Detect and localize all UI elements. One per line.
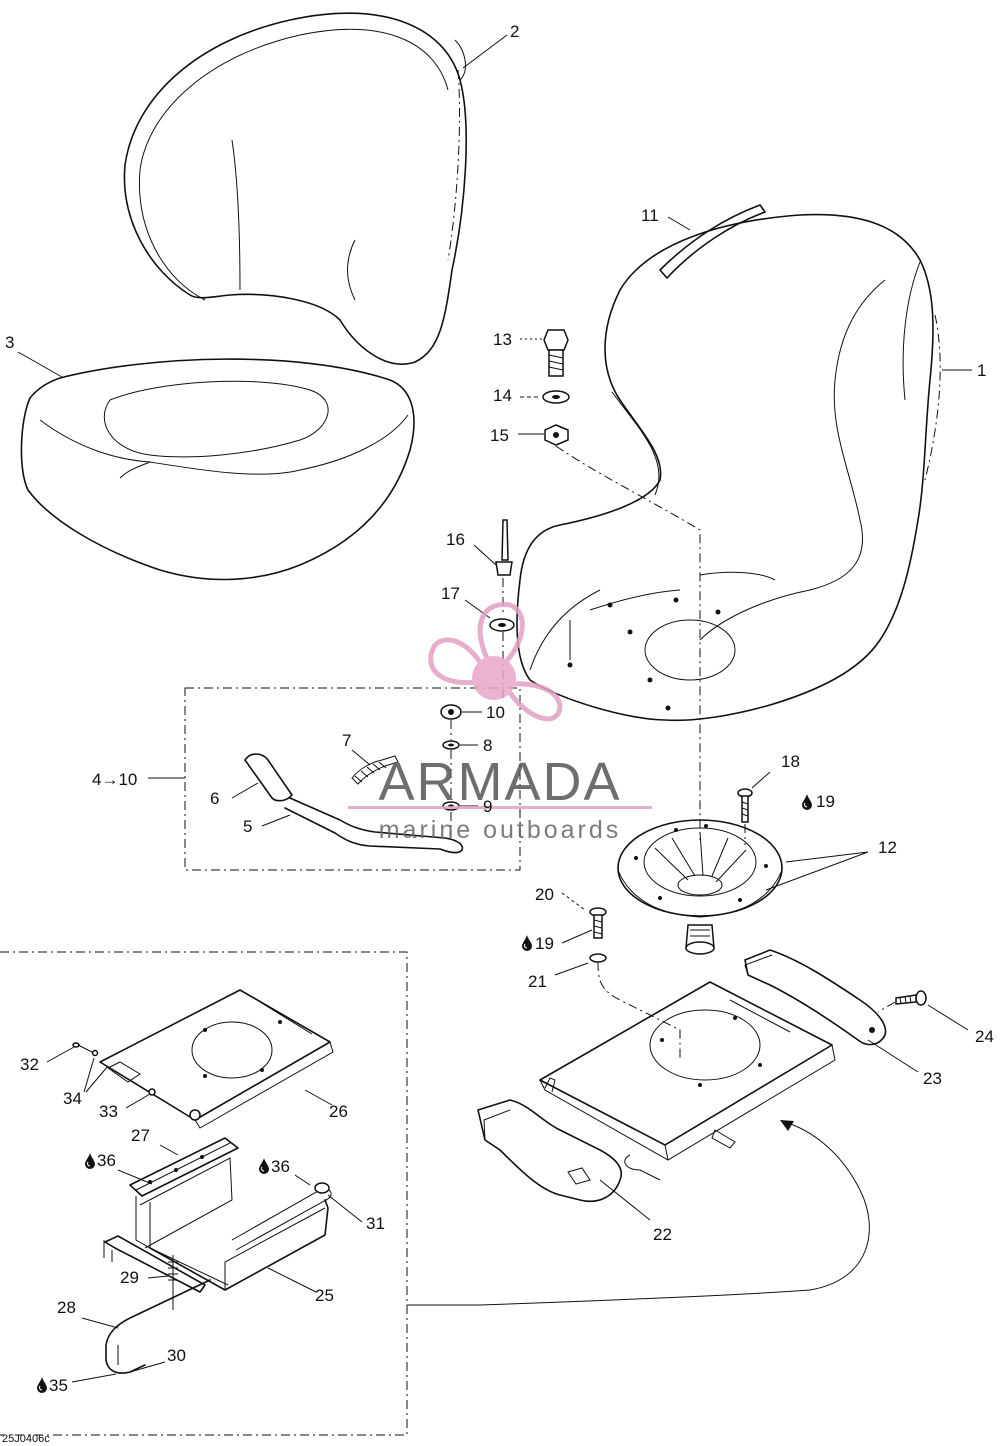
bolt-and-washer-20-21 xyxy=(589,907,681,1060)
oil-drop-icon xyxy=(36,1376,48,1394)
oil-drop-icon xyxy=(258,1157,270,1175)
slide-mechanism-detail-box xyxy=(0,951,408,1436)
callout-27: 27 xyxy=(131,1126,150,1145)
seat-slide-base xyxy=(539,981,836,1181)
callout-3: 3 xyxy=(5,333,14,352)
callout-30: 30 xyxy=(167,1346,186,1365)
backrest-cushion xyxy=(123,12,467,365)
oil-drop-icon xyxy=(84,1152,96,1170)
callout-20: 20 xyxy=(535,885,554,904)
callout-35: 35 xyxy=(49,1376,68,1395)
lever-assembly-box xyxy=(184,687,521,871)
callout-22: 22 xyxy=(653,1225,672,1244)
callout-4-to-10: 4→10 xyxy=(92,770,137,789)
callout-36-left: 36 xyxy=(97,1151,116,1170)
callout-11: 11 xyxy=(641,206,659,225)
seat-rail-right xyxy=(744,949,887,1046)
oil-drop-icon xyxy=(521,934,533,952)
callout-5: 5 xyxy=(243,817,252,836)
callout-25: 25 xyxy=(315,1286,334,1305)
callout-9: 9 xyxy=(483,797,492,816)
callout-1: 1 xyxy=(977,361,986,380)
oil-drop-icon xyxy=(801,793,813,811)
swivel-bolt-stack xyxy=(542,329,701,840)
callout-13: 13 xyxy=(493,330,512,349)
screw-18 xyxy=(737,788,753,845)
assembly-arrow xyxy=(407,1120,870,1306)
callout-23: 23 xyxy=(923,1069,942,1088)
callout-31: 31 xyxy=(366,1214,385,1233)
callout-26: 26 xyxy=(329,1102,348,1121)
callout-28: 28 xyxy=(57,1298,76,1317)
callout-17: 17 xyxy=(441,584,460,603)
callout-8: 8 xyxy=(483,736,492,755)
watermark-tagline: marine outboards xyxy=(379,816,622,844)
callout-10: 10 xyxy=(486,703,505,722)
callout-14: 14 xyxy=(493,386,512,405)
callout-19-lower: 19 xyxy=(535,934,554,953)
callout-labels: 2 3 1 11 13 14 15 16 17 4→10 6 5 7 10 8 … xyxy=(5,22,994,1395)
seat-rail-left xyxy=(477,1099,622,1202)
callout-15: 15 xyxy=(490,426,509,445)
callout-29: 29 xyxy=(120,1268,139,1287)
callout-21: 21 xyxy=(528,972,547,991)
callout-24: 24 xyxy=(975,1027,994,1046)
callout-16: 16 xyxy=(446,530,465,549)
callout-12: 12 xyxy=(878,838,897,857)
callout-19-upper: 19 xyxy=(816,792,835,811)
seat-shell xyxy=(516,213,941,722)
callout-2: 2 xyxy=(510,22,519,41)
armada-watermark: ARMADA marine outboards xyxy=(348,601,652,844)
seat-cushion xyxy=(20,358,415,581)
callout-18: 18 xyxy=(781,752,800,771)
callout-32: 32 xyxy=(20,1055,39,1074)
callout-6: 6 xyxy=(210,789,219,808)
callout-34: 34 xyxy=(63,1089,82,1108)
edge-trim-strip xyxy=(659,204,766,279)
callout-36-right: 36 xyxy=(271,1157,290,1176)
drawing-number: 25J0406c xyxy=(2,1433,50,1445)
swivel-base xyxy=(617,819,783,955)
callout-33: 33 xyxy=(99,1102,118,1121)
watermark-brand: ARMADA xyxy=(378,752,621,812)
screw-24 xyxy=(877,990,927,1013)
propeller-logo-icon xyxy=(428,601,563,722)
callout-7: 7 xyxy=(342,731,351,750)
